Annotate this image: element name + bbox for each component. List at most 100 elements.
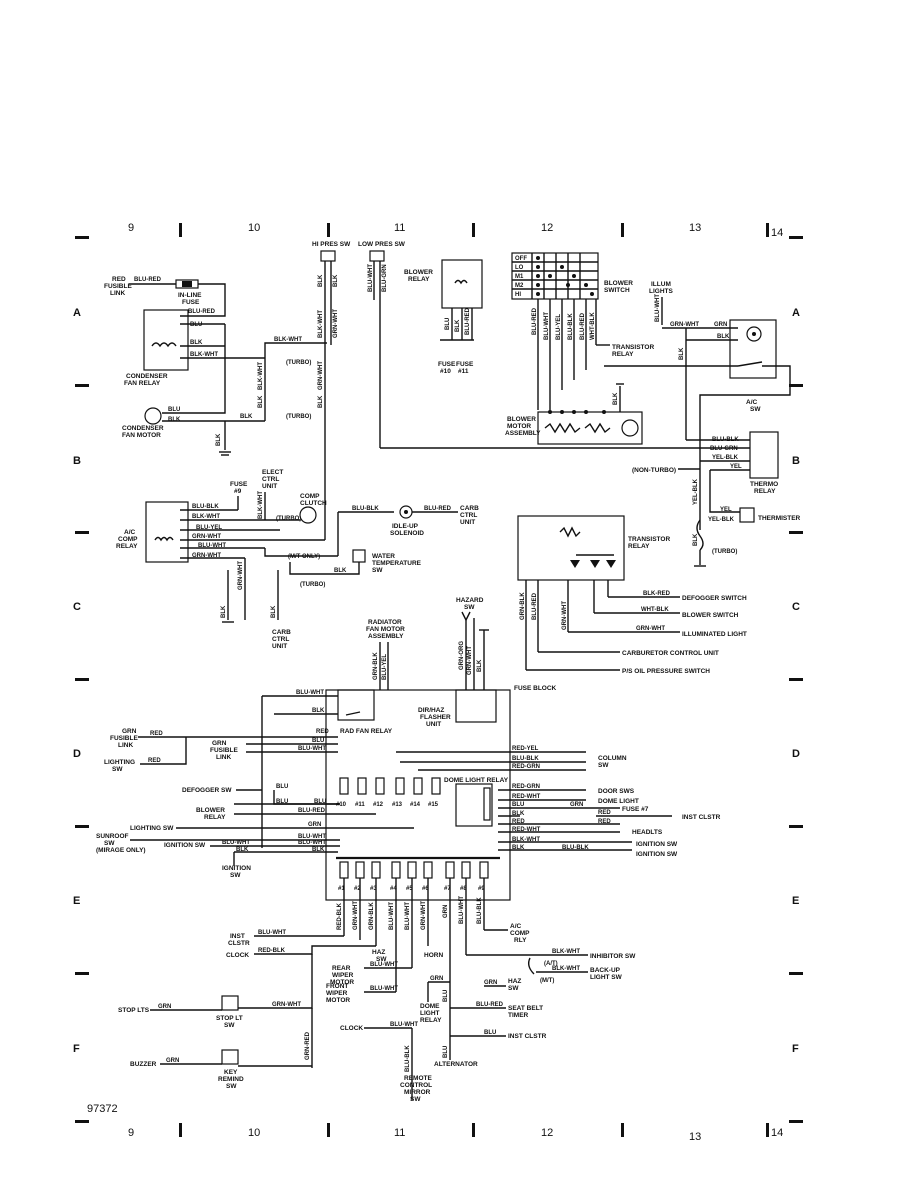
carb-ctrl-bottom-label-2: CTRL	[272, 636, 289, 643]
horn-label: HORN	[424, 952, 443, 959]
blower-motor-label-2: MOTOR	[507, 423, 531, 430]
col-label-10-bottom: 10	[248, 1127, 260, 1139]
wire-grn-red-v: GRN-RED	[305, 1031, 311, 1060]
thermo-relay-label: THERMO	[750, 481, 778, 488]
thermister-label: THERMISTER	[758, 515, 801, 522]
hazard-sw-label: HAZARD	[456, 597, 484, 604]
fuse-10-label: FUSE	[438, 361, 456, 368]
row-label-b-left: B	[73, 455, 81, 467]
row-label-e-right: E	[792, 895, 799, 907]
wire-blu-wht-ig: BLU-WHT	[222, 840, 250, 846]
radiator-fan-label-3: ASSEMBLY	[368, 633, 404, 640]
wire-blu-2: BLU	[168, 407, 180, 413]
row-label-c-right: C	[792, 601, 800, 613]
comp-clutch-label: COMP	[300, 493, 320, 500]
row-label-b-right: B	[792, 455, 800, 467]
wire-grn-blk-tr: GRN-BLK	[520, 592, 526, 620]
inst-clstr-label: INST CLSTR	[682, 814, 721, 821]
fuse-12-upper: #12	[373, 802, 384, 808]
stop-lt-sw-symbol	[221, 995, 239, 1011]
wire-grn-wht-hi-2: GRN-WHT	[318, 361, 324, 390]
wire-grn-wht-cr: GRN-WHT	[192, 534, 221, 540]
wire-blk-hi-2: BLK	[333, 274, 339, 287]
remote-mirror-label-2: CONTROL	[400, 1082, 432, 1089]
wire-red-grn-d: RED-GRN	[512, 784, 540, 790]
wire-blu-wht-f8: BLU-WHT	[459, 896, 465, 924]
wire-blu-wht-f5: BLU-WHT	[405, 902, 411, 930]
row-label-a-left: A	[73, 307, 81, 319]
row-label-c-left: C	[73, 601, 81, 613]
wire-blu-wht-ig-2: BLU-WHT	[298, 840, 326, 846]
wire-grn-wht-sl: GRN-WHT	[272, 1002, 301, 1008]
illum-lights-label: ILLUM	[651, 281, 671, 288]
wire-grn-blk-rf: GRN-BLK	[373, 652, 379, 680]
col-label-13-bottom: 13	[689, 1131, 701, 1143]
wire-yel-tr: YEL	[730, 464, 742, 470]
ignition-sw-bottom-label-2: SW	[230, 872, 241, 879]
blower-relay-left-label-2: RELAY	[204, 814, 226, 821]
transistor-relay-top-label-2: RELAY	[612, 351, 634, 358]
wire-yel-blk-v: YEL-BLK	[693, 478, 699, 505]
turbo-label-2: (TURBO)	[286, 414, 311, 420]
wire-blu-blk-iu: BLU-BLK	[352, 506, 379, 512]
blower-motor-label: BLOWER	[507, 416, 536, 423]
wire-blk-wt: BLK	[334, 568, 347, 574]
blower-switch-block: OFF LO M1 M2 HI BLOWER SWITCH BLU-RED BL…	[511, 252, 654, 410]
row-label-f-left: F	[73, 1043, 80, 1055]
condenser-fan-motor-label-2: FAN MOTOR	[122, 432, 161, 439]
wire-red-h-2: RED	[598, 819, 611, 825]
comp-clutch-label-2: CLUTCH	[300, 500, 327, 507]
grid-bottom: 9 10 11 12 13 14 97372	[75, 1103, 803, 1143]
switch-pos-hi: HI	[515, 292, 521, 298]
turbo-label-th: (TURBO)	[712, 549, 737, 555]
ignition-sw-left-label: IGNITION SW	[164, 842, 206, 849]
alternator-label: ALTERNATOR	[434, 1061, 478, 1068]
wire-blk-i: BLK	[512, 845, 525, 851]
radiator-fan-label-2: FAN MOTOR	[366, 626, 405, 633]
front-wiper-label-3: MOTOR	[326, 997, 350, 1004]
fuse-block-left-wiring: GRN FUSIBLE LINK RED GRN FUSIBLE LINK LI…	[96, 690, 414, 879]
row-label-f-right: F	[792, 1043, 799, 1055]
water-temp-sw-symbol	[352, 549, 366, 563]
wire-blk-ac: BLK	[679, 347, 685, 360]
wire-blu-red-tr: BLU-RED	[532, 592, 538, 620]
fuse-block-outline	[325, 689, 511, 901]
front-wiper-label-2: WIPER	[326, 990, 348, 997]
wire-blk-wht-1: BLK-WHT	[190, 352, 218, 358]
sunroof-sw-label-3: (MIRAGE ONLY)	[96, 847, 146, 854]
key-remind-sw-symbol	[221, 1049, 239, 1065]
col-label-13: 13	[689, 222, 701, 234]
illum-lights-label-2: LIGHTS	[649, 288, 673, 295]
elect-ctrl-label-2: CTRL	[262, 476, 279, 483]
red-fusible-link-label-3: LINK	[110, 290, 125, 297]
grn-fusible-link2-label-2: FUSIBLE	[210, 747, 238, 754]
ac-comp-rly-label-3: RLY	[514, 937, 527, 944]
wire-blu-wht-ic: BLU-WHT	[258, 930, 286, 936]
in-line-fuse-label-2: FUSE	[182, 299, 200, 306]
rear-wiper-label: REAR	[332, 965, 351, 972]
wire-blu-red-br-left: BLU-RED	[298, 808, 326, 814]
wire-blk-wht-ec: BLK-WHT	[258, 491, 264, 519]
wire-red-top: RED	[316, 729, 329, 735]
wire-blu-wht-il: BLU-WHT	[655, 294, 661, 322]
transistor-relay-box	[517, 515, 625, 581]
headlts-label: HEADLTS	[632, 829, 663, 836]
ac-comp-rly-label-2: COMP	[510, 930, 530, 937]
wire-blu-wht-fb: BLU-WHT	[298, 746, 326, 752]
wire-grn-wht-v: GRN-WHT	[238, 561, 244, 590]
wire-grn-wht-il: GRN-WHT	[670, 322, 699, 328]
fuse-block-label: FUSE BLOCK	[514, 685, 557, 692]
wire-blu-red-br: BLU-RED	[465, 307, 471, 335]
wire-blu-red-sb: BLU-RED	[476, 1002, 504, 1008]
wire-blu-yel-bs: BLU-YEL	[556, 314, 562, 340]
wire-blu-ic2: BLU	[484, 1030, 496, 1036]
clock-2-label: CLOCK	[340, 1025, 363, 1032]
haz-sw-2-label: HAZ	[508, 978, 521, 985]
wire-grn-wht-tr-2: GRN-WHT	[636, 626, 665, 632]
row-label-d-right: D	[792, 748, 800, 760]
switch-pos-lo: LO	[515, 265, 524, 271]
grn-fusible-link2-label: GRN	[212, 740, 227, 747]
mt-label: (M/T)	[540, 978, 554, 984]
ignition-sw-bottom-label: IGNITION	[222, 865, 251, 872]
